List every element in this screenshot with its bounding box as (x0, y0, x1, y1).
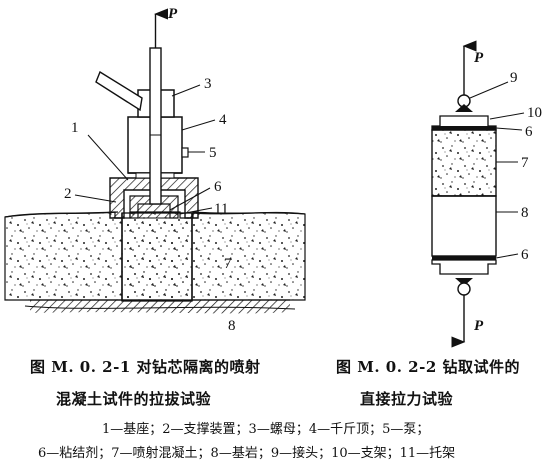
hydraulic-hose (95, 70, 143, 112)
callout-8: 8 (228, 318, 236, 334)
callout-6-top: 6 (525, 124, 533, 140)
callout-8: 8 (521, 205, 529, 221)
callout-leaders-2 (469, 81, 525, 259)
figure2-direct-tension-test: P P 9 10 6 7 8 6 (431, 40, 542, 348)
callout-7: 7 (224, 256, 232, 272)
callout-6: 6 (214, 179, 222, 195)
bracket-bottom (431, 259, 497, 275)
legend-line1: 1—基座；2—支撑装置；3—螺母；4—千斤顶；5—泵； (102, 422, 430, 437)
callout-9: 9 (510, 70, 518, 86)
legend-line2: 6—粘结剂；7—喷射混凝土；8—基岩；9—接头；10—支架；11—托架 (38, 446, 456, 461)
core-bedrock-part (431, 195, 497, 257)
callout-7: 7 (521, 155, 529, 171)
core-specimen (121, 212, 193, 302)
joint-bottom (457, 282, 471, 296)
callout-4: 4 (219, 112, 227, 128)
bedrock-layer (30, 300, 290, 314)
callout-5: 5 (209, 145, 217, 161)
figure1-caption-line1: 图 M. 0. 2-1 对钻芯隔离的喷射 (30, 358, 261, 376)
pump-connector (181, 147, 189, 158)
callout-leaders (74, 84, 216, 215)
figure1-pullout-test: P 1 2 3 4 5 6 7 8 11 (4, 6, 306, 334)
callout-2: 2 (64, 186, 72, 202)
force-label-top: P (474, 50, 484, 66)
callout-11: 11 (214, 201, 228, 217)
adhesive-layer (137, 203, 171, 219)
force-label-bottom: P (474, 318, 484, 334)
figure2-caption-line2: 直接拉力试验 (360, 390, 454, 408)
callout-1: 1 (71, 120, 79, 136)
figure2-caption-line1: 图 M. 0. 2-2 钻取试件的 (336, 358, 520, 376)
callout-3: 3 (204, 76, 212, 92)
callout-6-bottom: 6 (521, 247, 529, 263)
support-base (109, 177, 199, 219)
callout-10: 10 (527, 105, 542, 121)
pull-rod (149, 47, 162, 205)
core-shotcrete-part (431, 129, 497, 197)
force-label: P (168, 6, 178, 22)
figure1-caption-line2: 混凝土试件的拉拔试验 (56, 390, 212, 408)
